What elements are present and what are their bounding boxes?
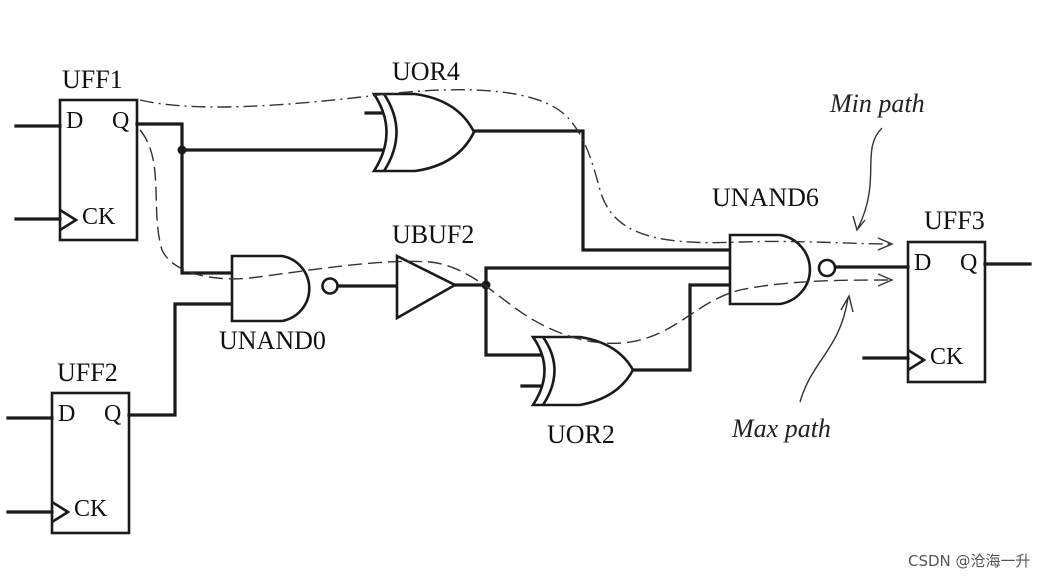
min-path-curve (139, 89, 891, 245)
buffer-ubuf2: UBUF2 (392, 220, 474, 321)
uff3-pin-d: D (914, 250, 931, 276)
min-path-arrow (877, 237, 894, 251)
uff1-pin-q: Q (112, 108, 129, 134)
uff1-label: UFF1 (62, 65, 123, 94)
flip-flop-uff1: UFF1 D Q CK (58, 65, 139, 242)
max-path-label: Max path (731, 414, 831, 443)
uff1-pin-d: D (66, 108, 83, 134)
unand6-label: UNAND6 (712, 183, 819, 212)
uor4-label: UOR4 (392, 57, 460, 86)
uff2-pin-ck: CK (74, 496, 108, 522)
max-path-annotation: Max path (731, 294, 854, 443)
unand0-label: UNAND0 (219, 326, 326, 355)
watermark-text: CSDN @沧海一升 (908, 552, 1031, 570)
uff3-label: UFF3 (924, 206, 985, 235)
uff3-pin-q: Q (960, 250, 977, 276)
nand-gate-unand6: UNAND6 (712, 183, 837, 306)
uff2-pin-d: D (58, 401, 75, 427)
uff2-label: UFF2 (57, 358, 118, 387)
max-path-arrow (877, 273, 894, 287)
min-path-annotation: Min path (829, 89, 925, 232)
uff3-pin-ck: CK (930, 344, 964, 370)
uff2-pin-q: Q (104, 401, 121, 427)
junction-dot (177, 145, 187, 155)
uor2-label: UOR2 (547, 420, 615, 449)
min-path-label: Min path (829, 89, 925, 118)
or-gate-uor2: UOR2 (530, 335, 635, 449)
or-gate-uor4: UOR4 (371, 57, 476, 173)
flip-flop-uff2: UFF2 D Q CK (50, 358, 131, 535)
uff1-pin-ck: CK (82, 204, 116, 230)
flip-flop-uff3: UFF3 D Q CK (906, 206, 987, 384)
wires (6, 111, 1032, 514)
nand-gate-unand0: UNAND0 (219, 254, 339, 355)
ubuf2-label: UBUF2 (392, 220, 474, 249)
max-path-curve (139, 129, 891, 344)
